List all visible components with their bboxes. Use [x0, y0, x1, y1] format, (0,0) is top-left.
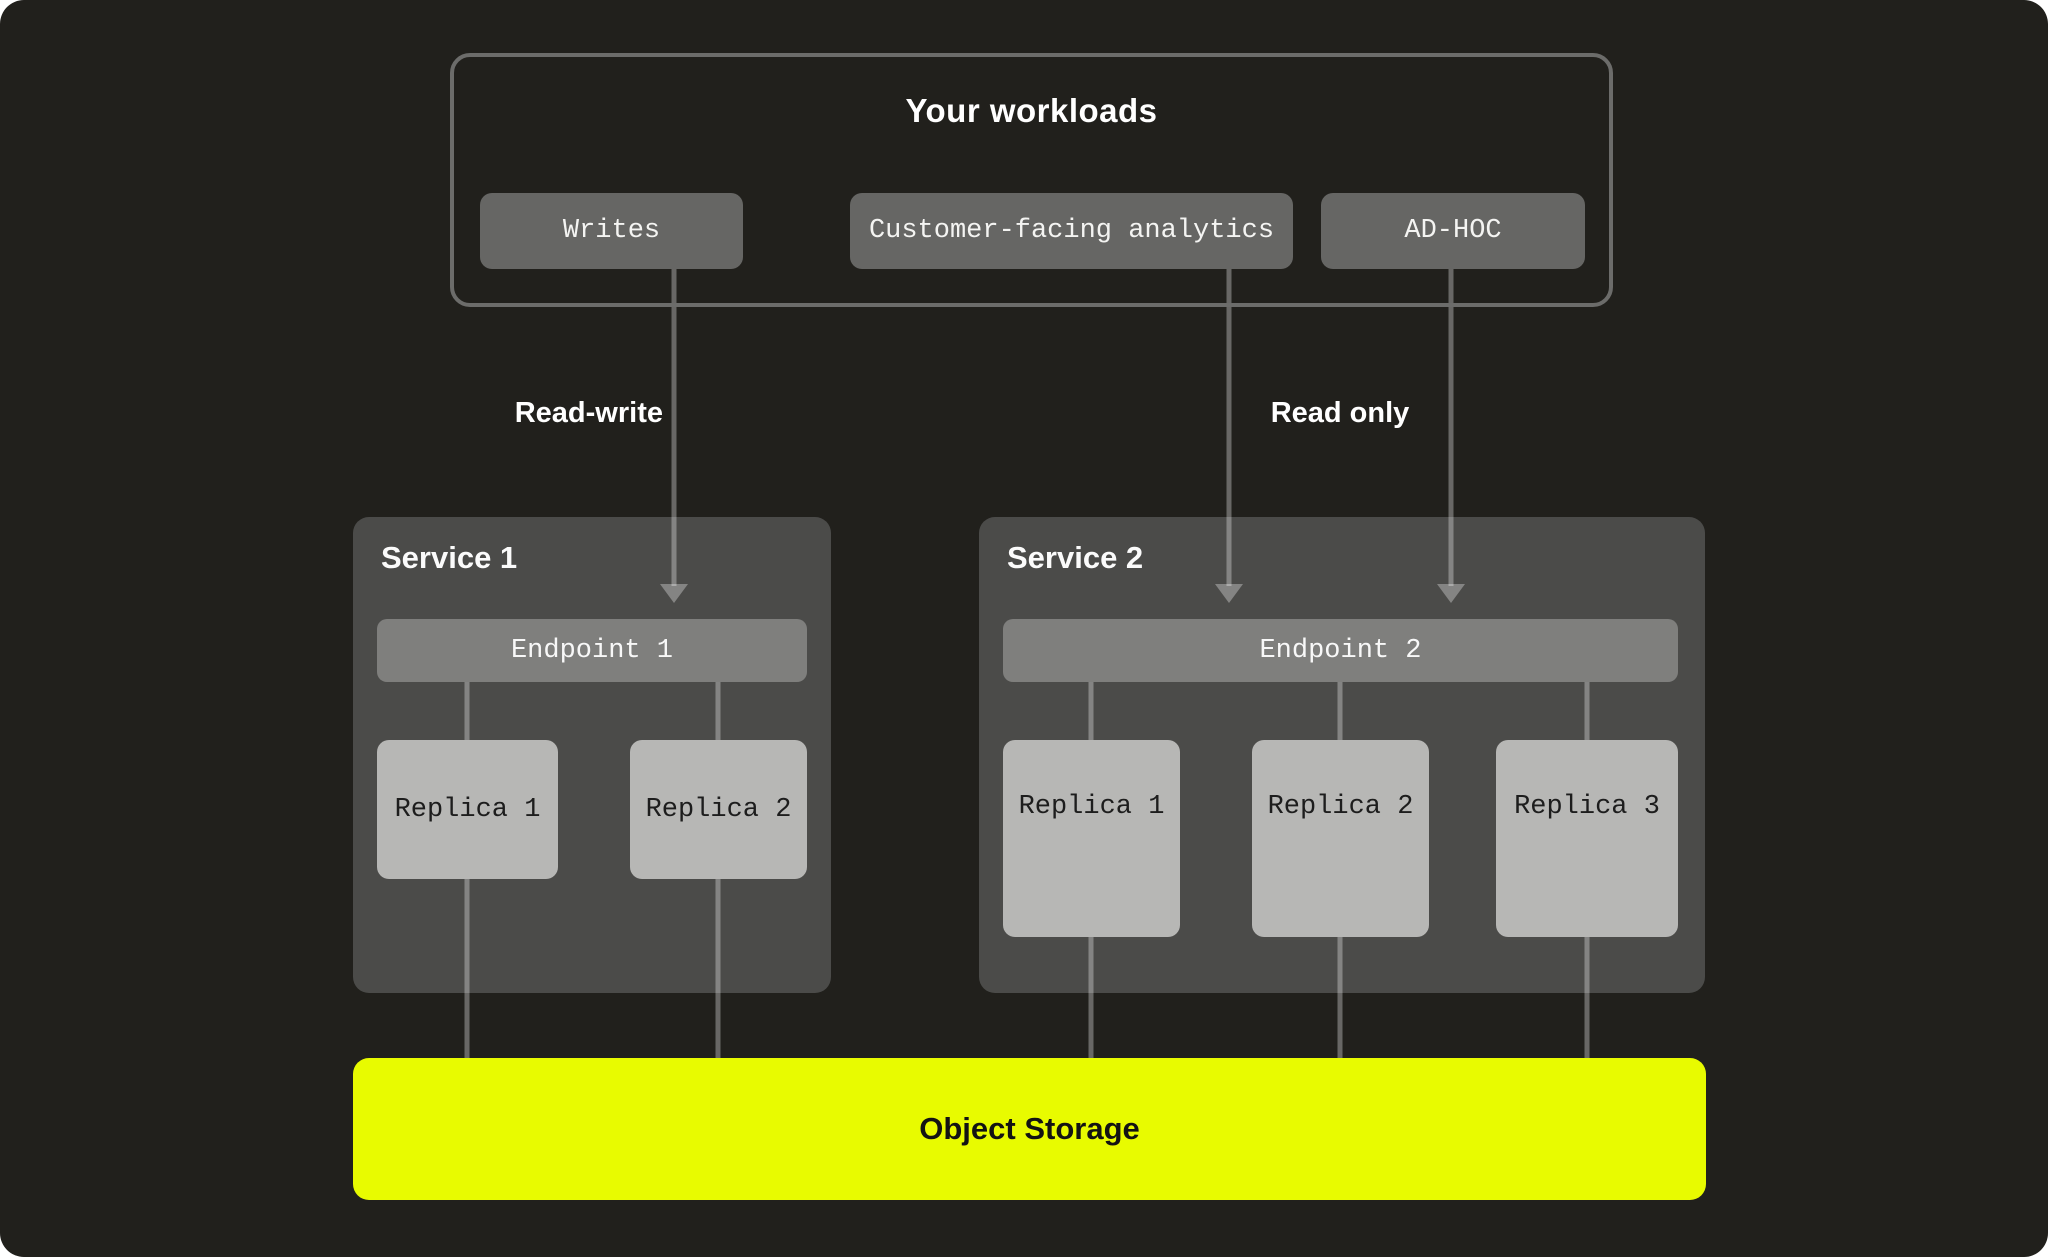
endpoint-1-label: Endpoint 1	[510, 635, 674, 666]
workload-ad-hoc: AD-HOC	[1321, 193, 1585, 269]
service-2-replica-2-label: Replica 2	[1267, 792, 1414, 822]
service-1-replica-1: Replica 1	[377, 740, 558, 879]
read-only-label: Read only	[1270, 397, 1410, 429]
endpoint-1: Endpoint 1	[377, 619, 807, 682]
service-1-replica-2-label: Replica 2	[645, 794, 792, 825]
endpoint-2: Endpoint 2	[1003, 619, 1678, 682]
service-1-replica-2: Replica 2	[630, 740, 807, 879]
service-2-title: Service 2	[1007, 540, 1144, 575]
service-1-title: Service 1	[381, 540, 518, 575]
workload-customer-facing-analytics: Customer-facing analytics	[850, 193, 1293, 269]
read-write-label: Read-write	[514, 397, 663, 429]
service-1-replica-1-label: Replica 1	[394, 794, 541, 825]
workload-writes: Writes	[480, 193, 743, 269]
workloads-title: Your workloads	[905, 92, 1158, 129]
service-2-replica-1: Replica 1	[1003, 740, 1180, 937]
workload-ad-hoc-label: AD-HOC	[1404, 216, 1502, 246]
object-storage-label: Object Storage	[919, 1111, 1140, 1146]
workload-cfa-label: Customer-facing analytics	[868, 216, 1275, 246]
service-2-replica-3: Replica 3	[1496, 740, 1678, 937]
object-storage-bar: Object Storage	[353, 1058, 1706, 1200]
service-2-replica-1-label: Replica 1	[1018, 792, 1165, 822]
workload-writes-label: Writes	[562, 216, 661, 246]
endpoint-2-label: Endpoint 2	[1259, 635, 1422, 666]
arrowhead-icon	[660, 584, 1465, 603]
service-2-replica-3-label: Replica 3	[1514, 792, 1660, 822]
service-2-replica-2: Replica 2	[1252, 740, 1429, 937]
workloads-frame	[450, 53, 1613, 307]
